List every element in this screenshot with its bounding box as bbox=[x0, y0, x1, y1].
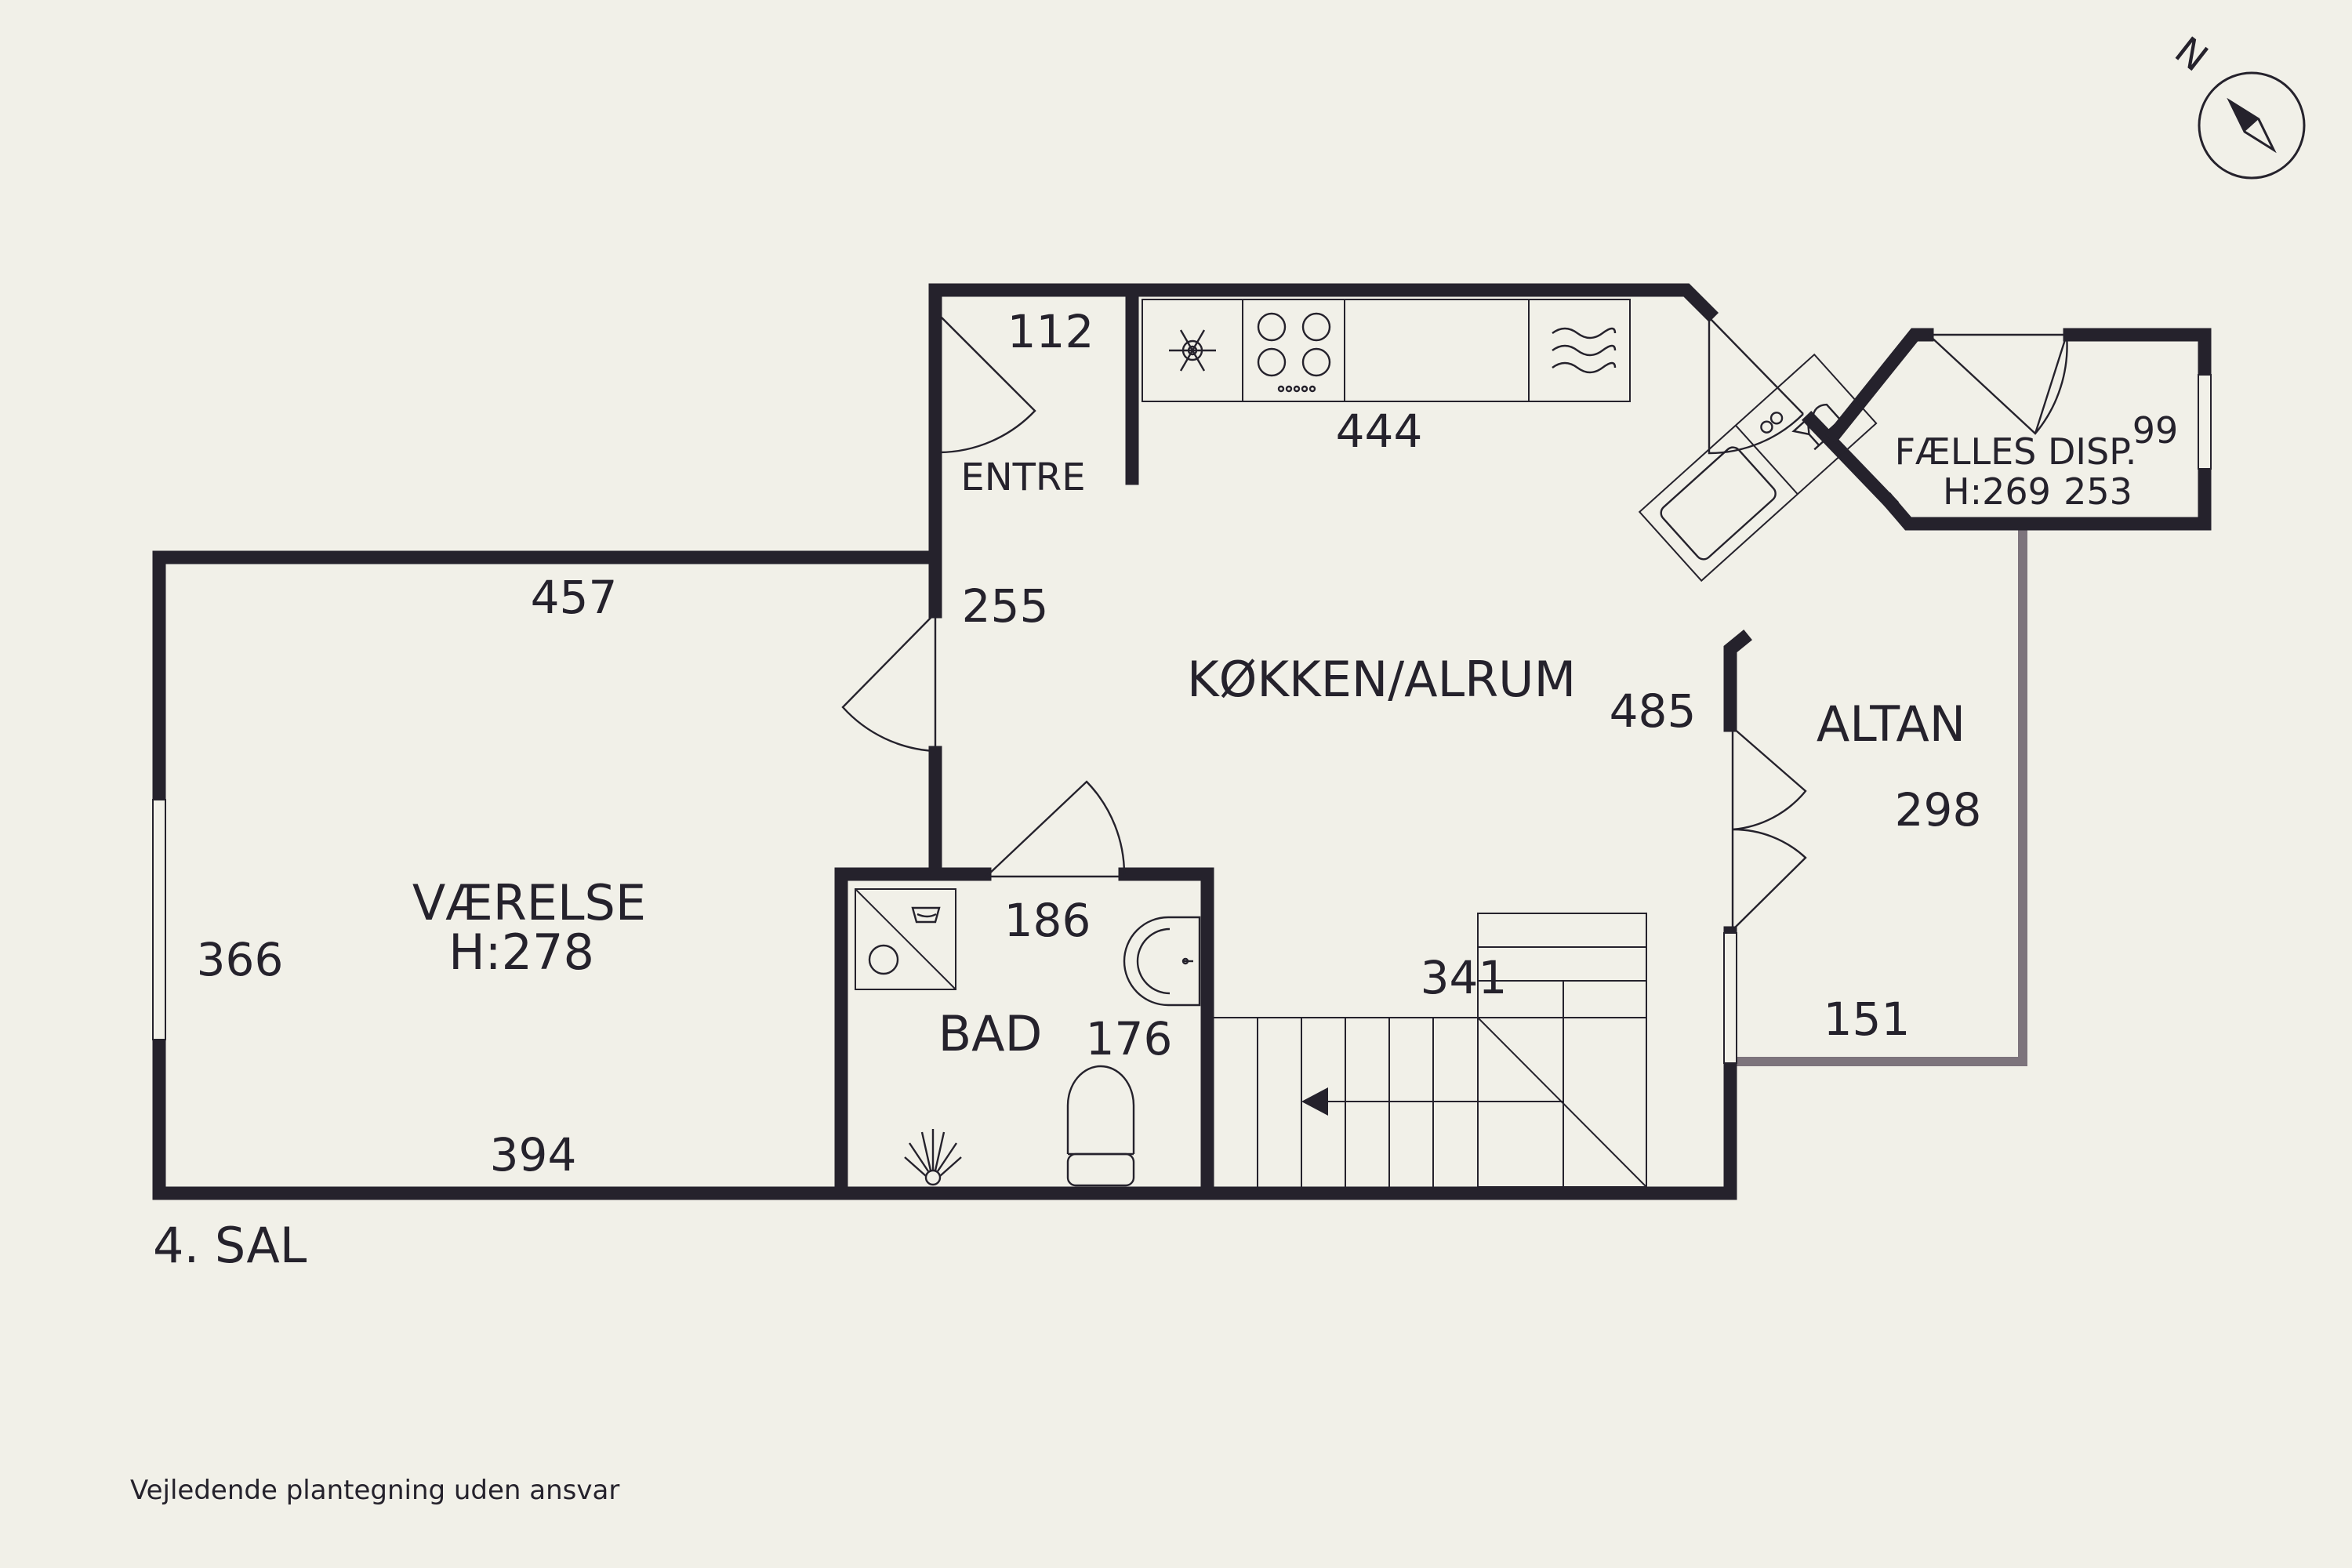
vaerelse-wall-west bbox=[152, 1033, 848, 1200]
dim-485: 485 bbox=[1610, 684, 1697, 738]
faelles-wall-south bbox=[1880, 462, 2212, 531]
dim-255: 255 bbox=[962, 579, 1049, 633]
walls bbox=[152, 283, 2212, 1200]
dim-298: 298 bbox=[1895, 783, 1982, 837]
dim-112: 112 bbox=[1007, 305, 1094, 358]
faelles-wall bbox=[1825, 328, 1934, 444]
stair-direction-arrow-icon bbox=[1301, 1087, 1328, 1116]
dim-457: 457 bbox=[531, 571, 618, 624]
room-label-entre: ENTRE bbox=[960, 456, 1085, 499]
room-label-altan: ALTAN bbox=[1817, 695, 1965, 753]
dim-151: 151 bbox=[1824, 993, 1911, 1046]
room-label-faelles: FÆLLES DISP. bbox=[1895, 430, 2137, 473]
dim-341: 341 bbox=[1421, 951, 1508, 1004]
disclaimer: Vejledende plantegning uden ansvar bbox=[130, 1475, 619, 1506]
dim-99: 99 bbox=[2132, 409, 2179, 452]
dim-253: 253 bbox=[2063, 470, 2132, 513]
bad-wall bbox=[834, 867, 992, 1200]
diagonal-counter bbox=[1638, 353, 1878, 583]
snowflake-icon bbox=[1169, 329, 1216, 372]
door-altan-upper bbox=[1731, 727, 1807, 831]
east-wall-upper bbox=[1723, 630, 1752, 732]
room-label-koekken: KØKKEN/ALRUM bbox=[1187, 651, 1576, 708]
altan-railing bbox=[1734, 527, 2027, 1066]
door-vaerelse bbox=[841, 612, 937, 753]
toilet-icon bbox=[1066, 1065, 1135, 1187]
dim-186: 186 bbox=[1004, 894, 1091, 947]
dim-176: 176 bbox=[1086, 1012, 1173, 1065]
dim-444: 444 bbox=[1336, 405, 1423, 458]
bad-wall-east bbox=[1118, 867, 1214, 1200]
compass-needle-icon bbox=[2227, 97, 2277, 154]
stove-icon bbox=[1257, 312, 1331, 393]
faelles-wall-east bbox=[2063, 328, 2212, 382]
doors bbox=[841, 314, 2068, 931]
dimensions: 112 444 457 255 485 366 394 186 176 341 … bbox=[197, 305, 2179, 1181]
door-entre bbox=[938, 314, 1036, 454]
faucet-icon bbox=[1760, 420, 1773, 434]
oven-icon bbox=[1552, 327, 1617, 374]
room-label-vaerelse: VÆRELSE bbox=[412, 874, 646, 931]
diagonal-wall bbox=[1801, 410, 1900, 512]
compass-north-label: N bbox=[2166, 28, 2216, 80]
washbasin-icon bbox=[1123, 916, 1201, 1007]
window-vaerelse bbox=[152, 799, 166, 1040]
shower bbox=[855, 888, 956, 990]
compass-ring bbox=[2198, 71, 2306, 180]
drain-icon bbox=[868, 944, 899, 975]
window-altan bbox=[1723, 932, 1737, 1064]
door-corner bbox=[1708, 317, 1804, 455]
door-altan-lower bbox=[1731, 828, 1807, 931]
sink-icon bbox=[1660, 446, 1777, 561]
stairs bbox=[1214, 913, 1647, 1188]
room-height-vaerelse: H:278 bbox=[448, 924, 594, 981]
kitchen-counter bbox=[1142, 299, 1631, 402]
dim-394: 394 bbox=[490, 1128, 577, 1181]
floor-label: 4. SAL bbox=[153, 1217, 307, 1274]
dim-366: 366 bbox=[197, 933, 284, 986]
room-label-bad: BAD bbox=[938, 1005, 1043, 1062]
compass: N bbox=[2166, 28, 2306, 180]
room-height-faelles: H:269 bbox=[1943, 470, 2051, 513]
vaerelse-wall bbox=[152, 550, 942, 807]
window-faelles bbox=[2198, 374, 2212, 470]
dishwasher-icon bbox=[1791, 403, 1842, 451]
door-faelles bbox=[1928, 333, 2068, 435]
heater-icon bbox=[904, 1129, 962, 1186]
door-bad bbox=[985, 780, 1126, 878]
basin-icon bbox=[911, 906, 941, 924]
entre-wall-west bbox=[928, 283, 1719, 619]
